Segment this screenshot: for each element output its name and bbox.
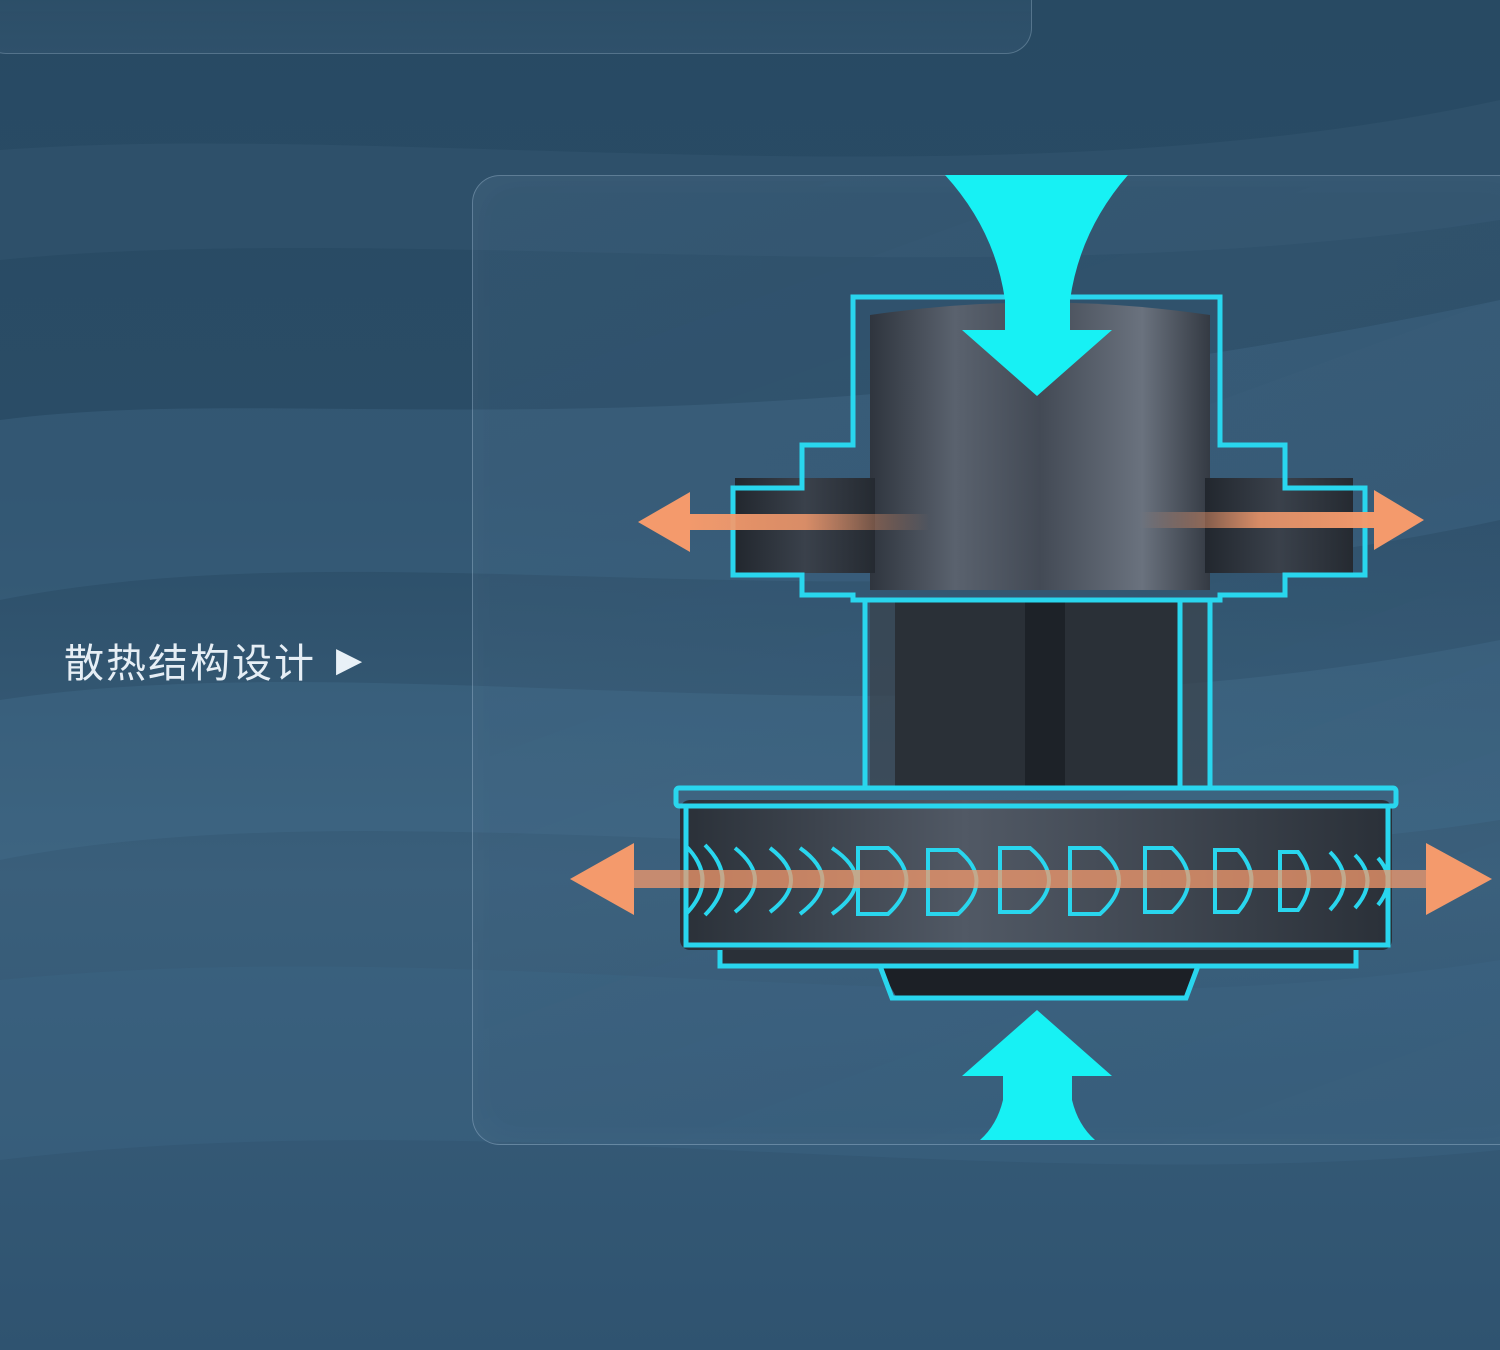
top-glass-panel: [0, 0, 1032, 54]
motor-core: [870, 598, 1210, 788]
impeller-housing: [680, 800, 1392, 1000]
housing-outline: [673, 294, 1399, 1001]
double-arrow-horizontal-icon: [570, 843, 1492, 915]
play-triangle-icon: ▶: [336, 640, 365, 680]
double-arrow-horizontal-icon: [638, 490, 1424, 552]
arrow-up-icon: [962, 1010, 1112, 1140]
section-heading: 散热结构设计 ▶: [64, 630, 364, 690]
arrow-down-icon: [945, 175, 1128, 396]
section-title: 散热结构设计: [64, 641, 316, 687]
